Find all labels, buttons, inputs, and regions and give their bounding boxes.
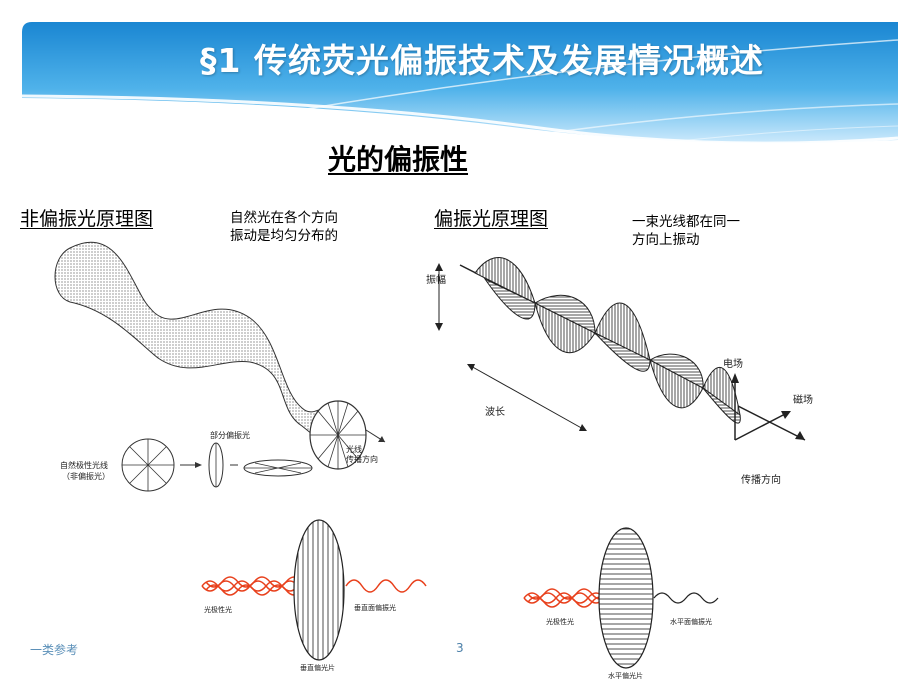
magnetic-wave bbox=[483, 277, 741, 424]
unpolarized-input-wave-2 bbox=[523, 588, 609, 608]
filter1-polarizer-label: 垂直偏光片 bbox=[300, 663, 335, 672]
footer-source: 一类参考 bbox=[30, 643, 79, 657]
filter1-output-label: 垂直面偏振光 bbox=[354, 603, 396, 612]
polarized-note-line-1: 一束光线都在同一 bbox=[632, 214, 740, 230]
polarized-note: 一束光线都在同一 方向上振动 bbox=[632, 213, 740, 249]
unpolarized-note-line-2: 振动是均匀分布的 bbox=[230, 228, 338, 244]
electric-wave bbox=[474, 257, 741, 417]
title-banner bbox=[21, 22, 899, 151]
electric-field-label: 电场 bbox=[723, 357, 743, 370]
unpolarized-heading: 非偏振光原理图 bbox=[20, 208, 154, 230]
direction-label: 传播方向 bbox=[741, 473, 781, 486]
vertical-polarizer bbox=[293, 519, 345, 661]
horizontal-output-wave bbox=[653, 592, 719, 604]
wavelength-label: 波长 bbox=[485, 405, 505, 418]
filter2-output-label: 水平面偏振光 bbox=[670, 617, 712, 626]
amplitude-label: 振幅 bbox=[426, 273, 446, 286]
direction-label-2: 传播方向 bbox=[346, 454, 378, 464]
section-subtitle: 光的偏振性 bbox=[328, 143, 469, 176]
partial-polarized-label: 部分偏振光 bbox=[210, 430, 250, 440]
magnetic-field-label: 磁场 bbox=[793, 393, 813, 406]
natural-light-label-2: （非偏振光） bbox=[62, 471, 110, 481]
filter1-input-label: 光极性光 bbox=[204, 605, 232, 614]
vertical-filter-diagram: 光极性光 垂直面偏振光 垂直偏光片 bbox=[201, 519, 427, 672]
direction-label-1: 光线 bbox=[346, 444, 362, 454]
horizontal-filter-diagram: 光极性光 水平面偏振光 水平偏光片 bbox=[523, 527, 719, 680]
natural-light-label-1: 自然极性光线 bbox=[60, 460, 108, 470]
filter2-input-label: 光极性光 bbox=[546, 617, 574, 626]
unpolarized-light-diagram: 光线 传播方向 部分偏振光 自然极性光线 （非偏振光） bbox=[54, 241, 386, 492]
horizontal-polarizer bbox=[598, 527, 654, 669]
filter2-polarizer-label: 水平偏光片 bbox=[608, 671, 643, 680]
unpolarized-note-line-1: 自然光在各个方向 bbox=[230, 210, 338, 226]
unpolarized-input-wave bbox=[201, 576, 303, 596]
polarized-note-line-2: 方向上振动 bbox=[632, 232, 700, 248]
unpolarized-wave bbox=[54, 241, 353, 461]
polarized-heading: 偏振光原理图 bbox=[434, 208, 549, 230]
polarized-light-diagram: 振幅 波长 电场 磁场 传播方向 bbox=[426, 257, 813, 486]
slide-title: §1 传统荧光偏振技术及发展情况概述 bbox=[200, 41, 764, 80]
unpolarized-note: 自然光在各个方向 振动是均匀分布的 bbox=[230, 209, 338, 245]
vertical-output-wave bbox=[345, 579, 427, 593]
page-number: 3 bbox=[456, 641, 464, 655]
